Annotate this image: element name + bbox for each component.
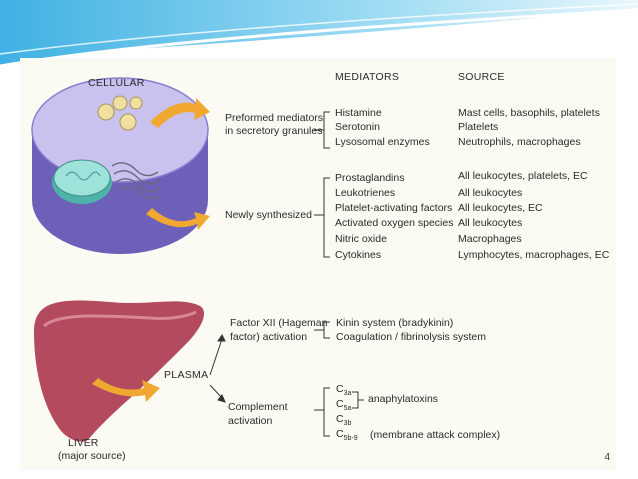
liver-illustration: [34, 300, 205, 442]
factor12-label-line1: Factor XII (Hageman: [230, 317, 328, 329]
mediator-leukotrienes: Leukotrienes: [335, 187, 396, 199]
preformed-label-line2: in secretory granules: [225, 125, 323, 137]
mediator-prostaglandins: Prostaglandins: [335, 172, 405, 184]
membrane-attack-complex-label: (membrane attack complex): [370, 429, 501, 441]
complement-c5b-9: C5b-9: [336, 428, 358, 443]
source-serotonin: Platelets: [458, 121, 499, 133]
source-prostaglandins: All leukocytes, platelets, EC: [458, 170, 588, 182]
secretory-granules: [97, 95, 143, 131]
source-header: SOURCE: [458, 71, 505, 83]
page-number: 4: [604, 452, 610, 463]
source-platelet-activating-factors: All leukocytes, EC: [458, 202, 543, 214]
plasma-label: PLASMA: [164, 369, 209, 381]
complement-label-line2: activation: [228, 415, 273, 427]
mediator-activated-oxygen-species: Activated oxygen species: [335, 217, 454, 229]
cellular-header: CELLULAR: [88, 77, 145, 89]
mediator-histamine: Histamine: [335, 107, 382, 119]
source-nitric-oxide: Macrophages: [458, 233, 522, 245]
kinin-system: Kinin system (bradykinin): [336, 317, 454, 329]
golgi-er: [111, 162, 161, 200]
source-histamine: Mast cells, basophils, platelets: [458, 107, 600, 119]
complement-label-line1: Complement: [228, 401, 288, 413]
coagulation-system: Coagulation / fibrinolysis system: [336, 331, 486, 343]
complement-c3b: C3b: [336, 413, 352, 428]
arrows: [92, 98, 210, 402]
anaphylatoxins-label: anaphylatoxins: [368, 393, 439, 405]
source-cytokines: Lymphocytes, macrophages, EC: [458, 249, 610, 261]
liver-sublabel: (major source): [58, 450, 126, 462]
plasma-branch-arrows: [209, 334, 226, 403]
source-leukotrienes: All leukocytes: [458, 187, 523, 199]
brackets: [314, 111, 364, 437]
mediator-cytokines: Cytokines: [335, 249, 382, 261]
source-lysosomal-enzymes: Neutrophils, macrophages: [458, 136, 581, 148]
mediators-header: MEDIATORS: [335, 71, 400, 83]
cell-illustration: [31, 77, 209, 254]
liver-label: LIVER: [68, 437, 99, 449]
factor12-label-line2: factor) activation: [230, 331, 308, 343]
mediator-nitric-oxide: Nitric oxide: [335, 233, 387, 245]
source-activated-oxygen-species: All leukocytes: [458, 217, 523, 229]
mediator-serotonin: Serotonin: [335, 121, 380, 133]
complement-c5a: C5a: [336, 398, 352, 413]
synthesized-label: Newly synthesized: [225, 209, 312, 221]
preformed-label-line1: Preformed mediators: [225, 112, 324, 124]
complement-c3a: C3a: [336, 383, 352, 398]
mediator-lysosomal-enzymes: Lysosomal enzymes: [335, 136, 430, 148]
mediator-platelet-activating-factors: Platelet-activating factors: [335, 202, 453, 214]
nucleus: [52, 159, 112, 204]
